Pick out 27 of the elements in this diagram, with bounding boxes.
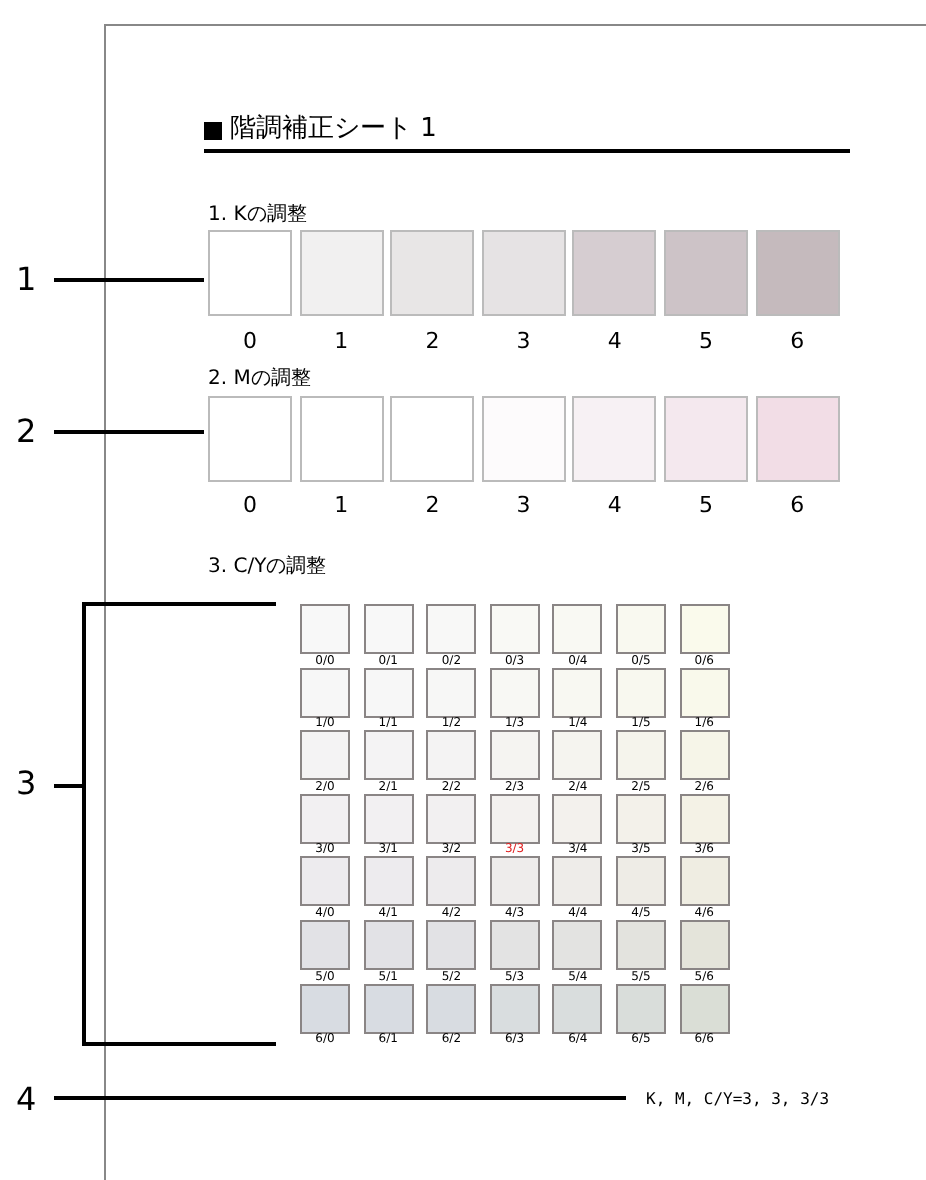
patch-number: 1 — [334, 330, 349, 352]
patch-number: 6 — [790, 494, 805, 516]
section-heading: 1. Kの調整 — [208, 206, 307, 226]
leader-line — [54, 278, 204, 282]
callout-number: 4 — [16, 1082, 44, 1118]
patch-number: 5 — [699, 330, 713, 352]
patch-number: 6 — [790, 330, 805, 352]
bracket-leader — [52, 602, 278, 1046]
leader-line — [54, 430, 204, 434]
patch-number: 4 — [607, 330, 622, 352]
callout-number: 3 — [16, 766, 44, 802]
section-heading: 3. C/Yの調整 — [208, 558, 327, 578]
callout-number: 1 — [16, 262, 44, 298]
sheet-title: 階調補正シート 1 — [230, 116, 437, 142]
patch-number: 2 — [425, 494, 440, 516]
patch-number: 0 — [243, 330, 257, 352]
patch-number: 3 — [516, 494, 531, 516]
patch-number: 1 — [334, 494, 349, 516]
patch-number: 0 — [243, 494, 257, 516]
callout-number: 2 — [16, 414, 44, 450]
patch-number: 4 — [607, 494, 622, 516]
setting-note: K, M, C/Y=3, 3, 3/3 — [646, 1088, 866, 1110]
patch-number: 2 — [425, 330, 440, 352]
patch-number: 3 — [516, 330, 531, 352]
section-heading: 2. Mの調整 — [208, 370, 311, 390]
patch-number: 5 — [699, 494, 713, 516]
leader-line — [54, 1096, 626, 1100]
